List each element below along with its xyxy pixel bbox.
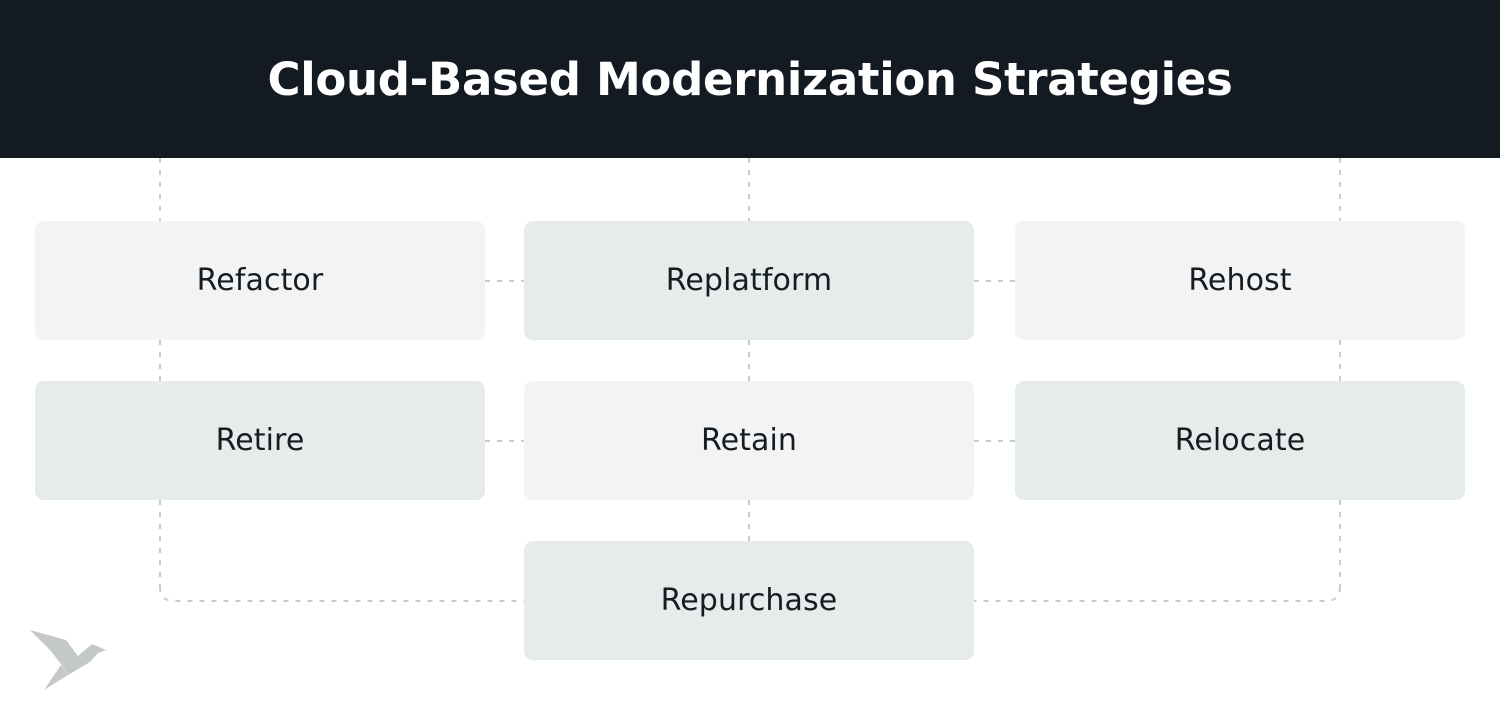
connector-elbow-left-to-repurchase xyxy=(159,586,524,602)
node-label: Relocate xyxy=(1174,423,1306,458)
connector-elbow-right-to-repurchase xyxy=(974,586,1341,602)
node-repurchase[interactable]: Repurchase xyxy=(524,541,974,660)
node-label: Replatform xyxy=(665,263,833,298)
node-replatform[interactable]: Replatform xyxy=(524,221,974,340)
node-retire[interactable]: Retire xyxy=(35,381,485,500)
page-header: Cloud-Based Modernization Strategies xyxy=(0,0,1500,158)
node-label: Retain xyxy=(700,423,798,458)
bird-head xyxy=(78,644,98,662)
node-label: Refactor xyxy=(196,263,324,298)
origami-bird-logo xyxy=(30,630,106,690)
bird-beak xyxy=(92,644,106,653)
node-label: Retire xyxy=(215,423,305,458)
bird-wing-upper xyxy=(30,630,66,664)
page-title: Cloud-Based Modernization Strategies xyxy=(267,52,1233,106)
node-label: Rehost xyxy=(1188,263,1292,298)
bird-tail xyxy=(44,665,68,690)
node-relocate[interactable]: Relocate xyxy=(1015,381,1465,500)
node-retain[interactable]: Retain xyxy=(524,381,974,500)
bird-body xyxy=(61,656,90,675)
node-refactor[interactable]: Refactor xyxy=(35,221,485,340)
node-label: Repurchase xyxy=(660,583,838,618)
node-rehost[interactable]: Rehost xyxy=(1015,221,1465,340)
